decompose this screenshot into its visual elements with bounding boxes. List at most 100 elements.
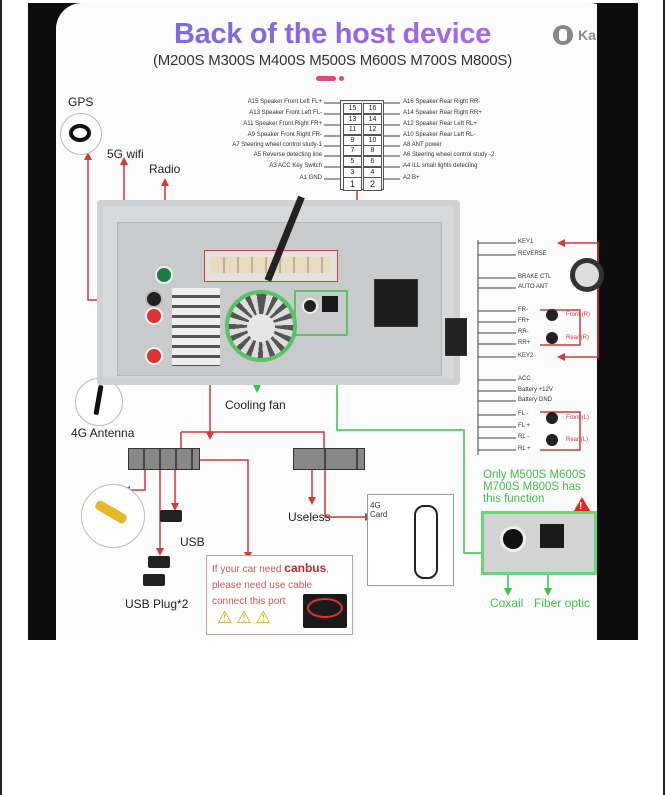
screen-edge-right — [663, 0, 665, 795]
harness-label: KEY2 — [518, 353, 534, 359]
harness-label: BRAKE CTL — [518, 274, 552, 280]
usb-plug-icon-2 — [143, 574, 165, 586]
speaker-icon — [546, 332, 558, 344]
speaker-label: Rear (L) — [566, 437, 589, 443]
4g-card-label-line1: 4G — [370, 501, 381, 510]
4g-antenna-label: 4G Antenna — [71, 426, 135, 440]
pin-label-left: A13 Speaker Front Left FL- — [249, 110, 322, 116]
coaxial-label: Coxail — [490, 596, 524, 610]
pin-label-right: A4 ILL small lights detecting — [403, 163, 478, 169]
pin-cell: 1 — [343, 177, 362, 192]
pin-label-left: A5 Reverse detecting line — [253, 152, 322, 158]
pin-label-right: A6 Steering wheel control study -2 — [403, 152, 495, 158]
warning-icon: ⚠ — [255, 608, 271, 627]
usb-camera-connector — [128, 448, 200, 470]
wire-front-spk — [540, 309, 581, 346]
harness-label: FL - — [518, 411, 529, 417]
wire-canbus — [190, 459, 249, 552]
radio-label: Radio — [149, 162, 181, 176]
optical-availability-note: Only M500S M600S M700S M800S has this fu… — [483, 469, 586, 505]
alert-exclamation: ! — [579, 501, 583, 512]
pin-cell: 16 — [363, 103, 382, 114]
wire-4g-card — [324, 468, 365, 518]
wifi-label: 5G wifi — [107, 147, 144, 161]
rca-camera-cable-icon — [81, 484, 145, 548]
gps-jack — [145, 290, 163, 308]
pin-cell: 10 — [363, 134, 382, 146]
pin-label-left: A11 Speaker Front Right FR+ — [243, 121, 322, 127]
diagram-title: Back of the host device — [0, 18, 665, 51]
harness-label: Battery +12V — [518, 387, 553, 393]
fan-hub — [247, 314, 275, 342]
screen-edge-left — [0, 0, 2, 795]
optical-port-highlight — [294, 290, 348, 336]
pin-cell: 12 — [363, 124, 382, 136]
canbus-note-line2: please need use cable — [212, 580, 313, 591]
gps-antenna-icon — [60, 113, 102, 155]
harness-label: FR+ — [518, 318, 530, 324]
harness-label: ACC — [518, 376, 531, 382]
harness-label: FR- — [518, 307, 528, 313]
pin-label-left: A9 Speaker Front Right FR- — [247, 132, 322, 138]
harness-label: RR- — [518, 329, 529, 335]
wire-rear-spk — [540, 411, 581, 451]
pin-cell: 5 — [343, 156, 362, 167]
wifi-jack — [145, 307, 163, 325]
4g-antenna-icon — [75, 378, 123, 426]
coaxial-port-icon — [500, 526, 526, 552]
speaker-icon — [546, 309, 558, 321]
harness-label: KEY1 — [518, 239, 534, 245]
harness-plug — [445, 318, 467, 356]
vent-grille — [172, 288, 220, 366]
pin-label-left: A15 Speaker Front Left FL+ — [247, 99, 322, 105]
pin-label-left: A7 Steering wheel control study-1 — [232, 142, 322, 148]
wire-cam — [130, 468, 146, 491]
pin-label-right: A12 Speaker Rear Left RL+ — [403, 121, 477, 127]
wire-key — [565, 242, 599, 358]
kaspi-logo-icon — [553, 25, 573, 45]
speaker-label: Rear (R) — [566, 335, 590, 341]
pin-cell: 14 — [363, 113, 382, 125]
pin-label-right: A2 B+ — [403, 175, 420, 181]
speaker-icon — [546, 412, 558, 424]
4g-card-cable-icon — [414, 505, 438, 579]
harness-label: RL + — [518, 446, 531, 452]
usb-label: USB — [180, 535, 205, 549]
optical-ports-panel — [481, 511, 597, 575]
harness-label: FL + — [518, 423, 530, 429]
4g-card-label-line2: Card — [370, 510, 388, 519]
warning-icon: ⚠ — [236, 608, 252, 627]
wire-split — [181, 431, 325, 448]
pin-cell: 8 — [363, 145, 382, 157]
canbus-note: If your car need canbus, please need use… — [206, 555, 353, 635]
4g-connector — [293, 448, 365, 470]
harness-label: Battery GND — [518, 397, 553, 403]
harness-label: RL - — [518, 434, 530, 440]
pin-cell: 6 — [363, 156, 382, 167]
pin-cell: 15 — [343, 103, 362, 114]
pin-label-left: A1 GND — [299, 175, 322, 181]
canbus-note-line3: connect this port — [212, 596, 286, 607]
fiber-port-icon — [540, 524, 564, 548]
accent-pill — [316, 76, 336, 81]
bezel-right-strip — [597, 3, 638, 640]
canbus-port-photo — [303, 594, 347, 628]
pin-cell: 11 — [343, 124, 362, 136]
model-list: (M200S M300S M400S M500S M600S M700S M80… — [152, 52, 513, 69]
harness-label: REVERSE — [518, 251, 547, 257]
pin-cell: 13 — [343, 113, 362, 125]
pin-label-right: A16 Speaker Rear Right RR- — [403, 99, 481, 105]
cooling-fan-label: Cooling fan — [225, 398, 286, 412]
useless-label: Useless — [288, 510, 331, 524]
radio-jack — [155, 266, 173, 284]
usb-plug-icon-1 — [148, 556, 170, 568]
pin-cell: 7 — [343, 145, 362, 157]
usb-plug-label: USB Plug*2 — [125, 597, 189, 611]
warning-icon: ⚠ — [217, 608, 233, 627]
speaker-icon — [546, 434, 558, 446]
4g-jack — [145, 347, 163, 365]
speaker-label: Front (R) — [566, 312, 590, 318]
pin-label-right: A8 ANT power — [403, 142, 442, 148]
fiber-optic-label: Fiber optic — [534, 596, 591, 610]
